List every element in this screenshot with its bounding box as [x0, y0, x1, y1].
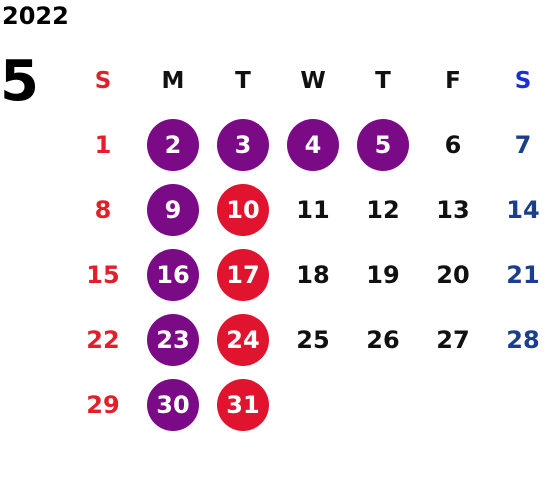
weekday-header: S: [94, 68, 112, 94]
day-cell[interactable]: 11: [296, 195, 330, 224]
day-cell[interactable]: 21: [506, 260, 540, 289]
day-cell[interactable]: 19: [366, 260, 400, 289]
day-cell[interactable]: 31: [208, 372, 278, 437]
day-cell[interactable]: 1: [94, 130, 112, 159]
empty-cell: [348, 372, 418, 437]
purple-day-marker: 3: [217, 118, 269, 171]
purple-day-marker: 30: [147, 378, 199, 431]
day-cell[interactable]: 10: [208, 177, 278, 242]
day-cell[interactable]: 6: [444, 130, 462, 159]
weekday-header: F: [445, 68, 461, 94]
weekday-header: T: [375, 68, 391, 94]
red-day-marker: 24: [217, 313, 269, 366]
purple-day-marker: 9: [147, 183, 199, 236]
day-cell[interactable]: 17: [208, 242, 278, 307]
red-day-marker: 31: [217, 378, 269, 431]
day-cell[interactable]: 5: [348, 112, 418, 177]
day-cell[interactable]: 18: [296, 260, 330, 289]
purple-day-marker: 4: [287, 118, 339, 171]
empty-cell: [488, 372, 548, 437]
day-cell[interactable]: 12: [366, 195, 400, 224]
day-cell[interactable]: 14: [506, 195, 540, 224]
day-cell[interactable]: 30: [138, 372, 208, 437]
red-day-marker: 10: [217, 183, 269, 236]
day-cell[interactable]: 4: [278, 112, 348, 177]
day-cell[interactable]: 16: [138, 242, 208, 307]
purple-day-marker: 2: [147, 118, 199, 171]
day-cell[interactable]: 23: [138, 307, 208, 372]
purple-day-marker: 5: [357, 118, 409, 171]
day-cell[interactable]: 8: [94, 195, 112, 224]
purple-day-marker: 23: [147, 313, 199, 366]
calendar-month: 5: [0, 49, 39, 114]
day-cell[interactable]: 27: [436, 325, 470, 354]
weekday-header: T: [235, 68, 251, 94]
day-cell[interactable]: 9: [138, 177, 208, 242]
weekday-header: S: [514, 68, 532, 94]
purple-day-marker: 16: [147, 248, 199, 301]
day-cell[interactable]: 20: [436, 260, 470, 289]
weekday-header: W: [300, 68, 326, 94]
day-cell[interactable]: 3: [208, 112, 278, 177]
day-cell[interactable]: 26: [366, 325, 400, 354]
day-cell[interactable]: 15: [86, 260, 120, 289]
day-cell[interactable]: 22: [86, 325, 120, 354]
day-cell[interactable]: 7: [514, 130, 532, 159]
calendar-year: 2022: [2, 2, 69, 30]
day-cell[interactable]: 29: [86, 390, 120, 419]
day-cell[interactable]: 2: [138, 112, 208, 177]
red-day-marker: 17: [217, 248, 269, 301]
empty-cell: [418, 372, 488, 437]
empty-cell: [278, 372, 348, 437]
day-cell[interactable]: 13: [436, 195, 470, 224]
day-cell[interactable]: 25: [296, 325, 330, 354]
day-cell[interactable]: 28: [506, 325, 540, 354]
weekday-header: M: [161, 68, 185, 94]
day-cell[interactable]: 24: [208, 307, 278, 372]
